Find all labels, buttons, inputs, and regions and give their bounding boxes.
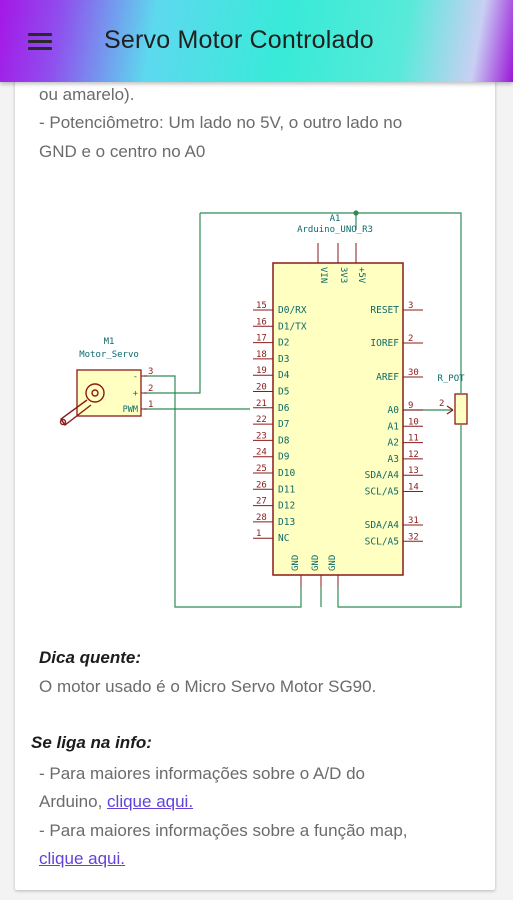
circuit-schematic: A1 Arduino_UNO_R3 15 D0/RX 16 D1/TX 17 D2 18 D3… bbox=[59, 210, 468, 608]
pin-label: D1/TX bbox=[278, 321, 307, 332]
pin-number: 11 bbox=[408, 434, 419, 444]
pin-number: 23 bbox=[256, 431, 267, 441]
pin-label: VIN bbox=[318, 267, 328, 283]
pin-number: 3 bbox=[148, 367, 153, 377]
pin-number: 15 bbox=[256, 301, 267, 311]
pin-number: 27 bbox=[256, 497, 267, 507]
ad-info-link[interactable]: clique aqui. bbox=[107, 792, 194, 811]
wiring-text-line-2: - Potenciômetro: Um lado no 5V, o outro … bbox=[39, 113, 403, 132]
pin-label: D10 bbox=[278, 468, 295, 479]
pin-label: SCL/A5 bbox=[365, 536, 399, 547]
pin-label: D8 bbox=[278, 435, 290, 446]
pin-number: 12 bbox=[408, 450, 419, 460]
arduino-body bbox=[272, 262, 404, 576]
pin-number: 9 bbox=[408, 401, 413, 411]
pin-number: 24 bbox=[256, 448, 267, 458]
hamburger-menu-icon[interactable] bbox=[26, 30, 56, 54]
arduino-ref: A1 bbox=[330, 214, 341, 224]
content-card: ou amarelo). - Potenciômetro: Um lado no… bbox=[15, 70, 495, 890]
wiring-text-line-1: ou amarelo). bbox=[39, 85, 135, 104]
pin-label: 3V3 bbox=[338, 267, 348, 283]
info-text-line-1: - Para maiores informações sobre o A/D d… bbox=[39, 764, 365, 783]
pin-number: 16 bbox=[256, 317, 267, 327]
menu-line bbox=[28, 47, 52, 50]
pin-label: RESET bbox=[370, 305, 399, 316]
pin-label: D9 bbox=[278, 452, 290, 463]
pin-label: D2 bbox=[278, 338, 289, 349]
pin-number: 18 bbox=[256, 350, 267, 360]
pin-label: SDA/A4 bbox=[365, 520, 400, 531]
pin-number: 26 bbox=[256, 480, 267, 490]
pin-label: D12 bbox=[278, 501, 295, 512]
info-title: Se liga na info: bbox=[31, 733, 152, 752]
pin-label: A2 bbox=[388, 438, 399, 449]
pot-wiper-arrow bbox=[446, 405, 454, 415]
map-info-link[interactable]: clique aqui. bbox=[39, 849, 126, 868]
schematic-wires bbox=[144, 212, 462, 608]
pin-number: 25 bbox=[256, 464, 267, 474]
pin-label: GND bbox=[291, 555, 301, 571]
pin-label: D0/RX bbox=[278, 305, 307, 316]
pin-number: 32 bbox=[408, 532, 419, 542]
motor-ref: M1 bbox=[104, 337, 115, 347]
pin-label: A3 bbox=[388, 454, 399, 465]
pin-label: SDA/A4 bbox=[365, 470, 400, 481]
pin-number: 22 bbox=[256, 415, 267, 425]
pin-number: 19 bbox=[256, 366, 267, 376]
info-text-prefix: Arduino, bbox=[39, 792, 108, 811]
pin-label: D6 bbox=[278, 403, 290, 414]
pin-number: 13 bbox=[408, 466, 419, 476]
pin-label: + bbox=[133, 389, 138, 399]
pin-label: A0 bbox=[388, 405, 400, 416]
pin-number: 17 bbox=[256, 334, 267, 344]
pin-number: 21 bbox=[256, 399, 267, 409]
pin-number: 2 bbox=[408, 334, 413, 344]
pin-label: D7 bbox=[278, 419, 289, 430]
info-text-line-2: Arduino, clique aqui. bbox=[39, 791, 193, 813]
pin-label: IOREF bbox=[370, 338, 399, 349]
pin-number: 1 bbox=[256, 529, 261, 539]
servo-icon bbox=[59, 383, 105, 427]
junction-dot bbox=[353, 210, 359, 216]
pin-label: D11 bbox=[278, 484, 295, 495]
pin-label: D3 bbox=[278, 354, 289, 365]
hint-title: Dica quente: bbox=[39, 648, 142, 667]
pin-number: 28 bbox=[256, 513, 267, 523]
menu-line bbox=[28, 33, 52, 36]
page-title: Servo Motor Controlado bbox=[104, 26, 374, 54]
pin-label: GND bbox=[328, 555, 338, 571]
pin-number: 10 bbox=[408, 417, 419, 427]
info-text-line-4: clique aqui. bbox=[39, 848, 125, 870]
pot-ref: R_POT bbox=[437, 374, 465, 384]
motor-value: Motor_Servo bbox=[79, 350, 139, 360]
pin-number: 31 bbox=[408, 516, 419, 526]
pin-label: GND bbox=[311, 555, 321, 571]
info-text-line-3: - Para maiores informações sobre a funçã… bbox=[39, 821, 408, 840]
pin-number: 1 bbox=[148, 400, 153, 410]
app-bar: Servo Motor Controlado bbox=[0, 0, 513, 82]
pin-label: PWM bbox=[123, 405, 138, 415]
pin-label: D4 bbox=[278, 370, 290, 381]
pin-label: - bbox=[133, 372, 138, 382]
arduino-value: Arduino_UNO_R3 bbox=[297, 225, 373, 235]
pin-label: NC bbox=[278, 533, 289, 544]
pin-number: 30 bbox=[408, 368, 419, 378]
pin-number: 14 bbox=[408, 483, 419, 493]
pin-number: 3 bbox=[408, 301, 413, 311]
hint-text: O motor usado é o Micro Servo Motor SG90… bbox=[39, 677, 377, 696]
potentiometer-body bbox=[454, 393, 468, 425]
pin-label: A1 bbox=[388, 421, 400, 432]
pot-pin-number: 2 bbox=[439, 399, 444, 409]
pin-label: D13 bbox=[278, 517, 295, 528]
pin-label: AREF bbox=[376, 372, 399, 383]
menu-line bbox=[28, 40, 52, 43]
pin-label: SCL/A5 bbox=[365, 487, 399, 498]
pin-label: D5 bbox=[278, 387, 289, 398]
pin-label: +5V bbox=[356, 267, 366, 284]
pin-number: 20 bbox=[256, 383, 267, 393]
pin-number: 2 bbox=[148, 384, 153, 394]
wiring-text-line-3: GND e o centro no A0 bbox=[39, 142, 206, 161]
